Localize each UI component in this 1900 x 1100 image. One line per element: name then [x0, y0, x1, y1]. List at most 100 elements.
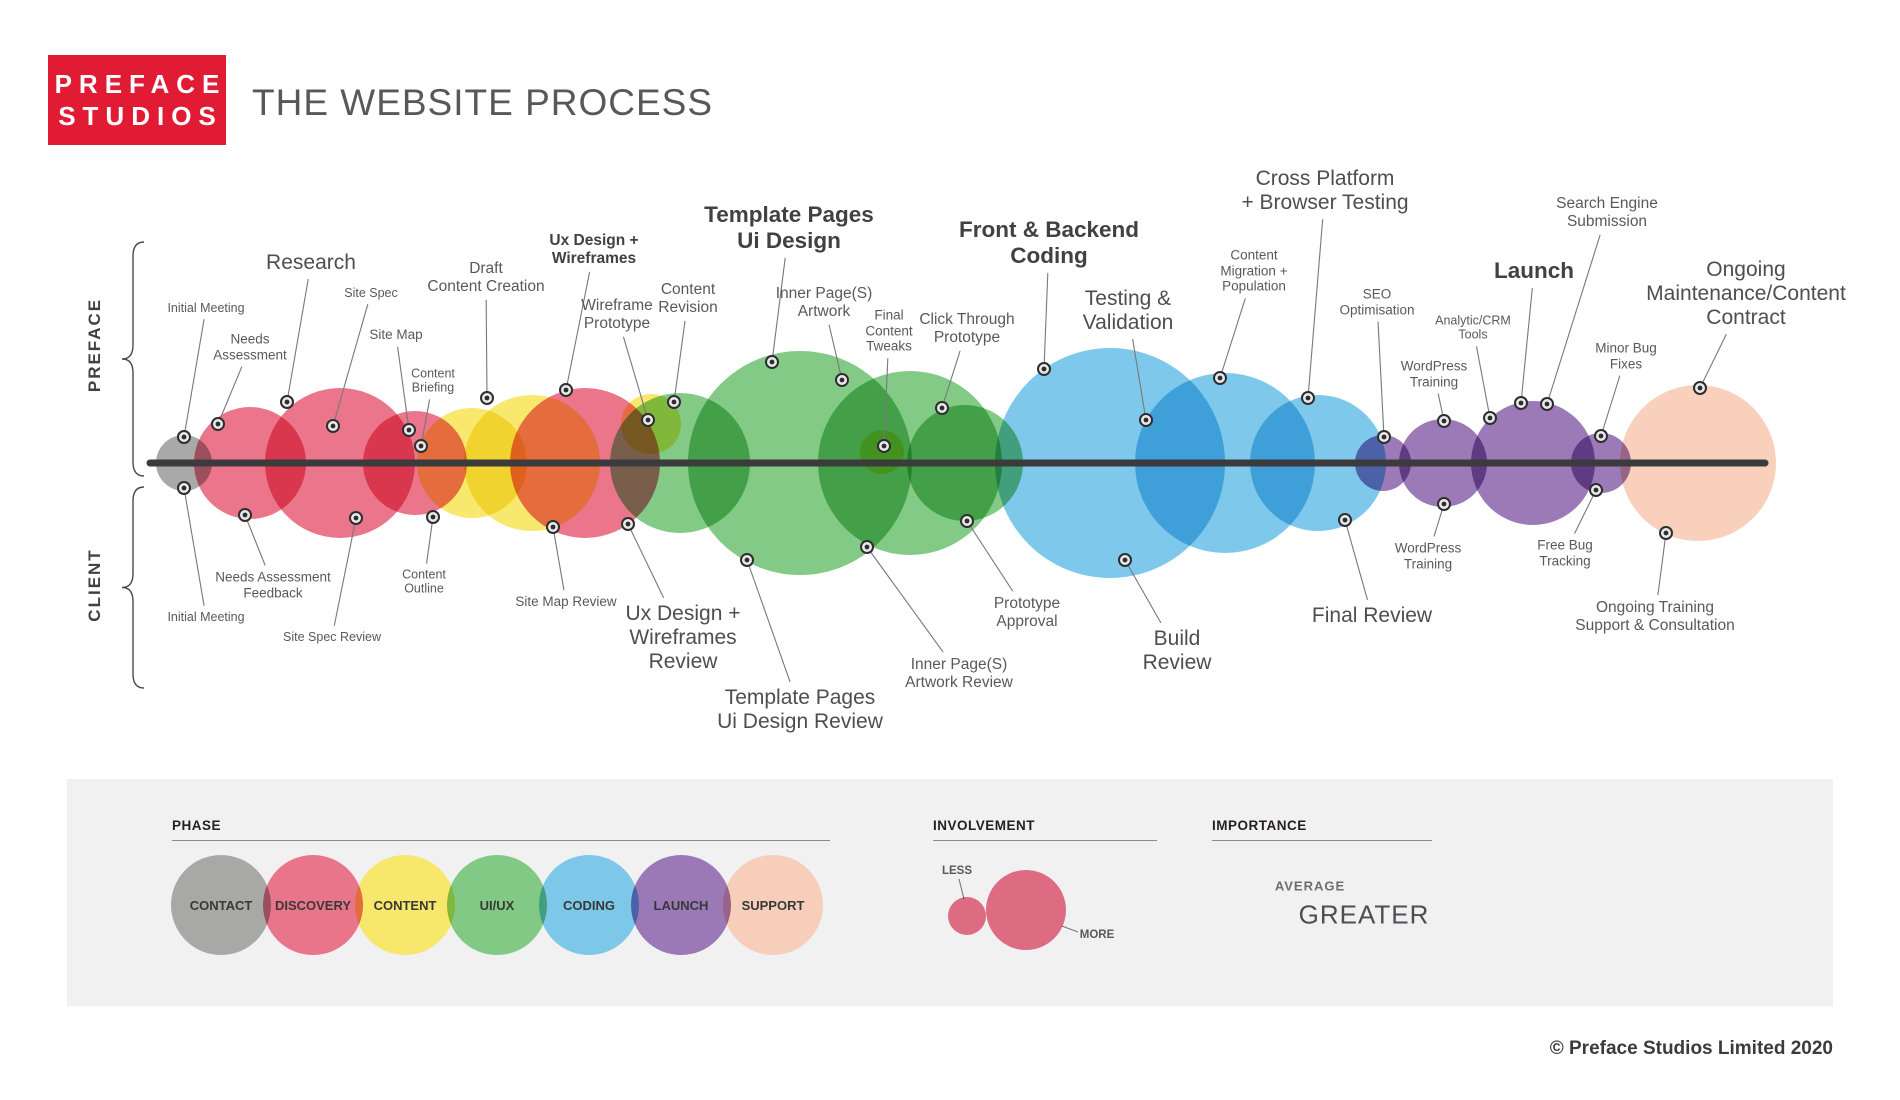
annotation-dot-center	[484, 395, 490, 401]
legend-title-involvement: INVOLVEMENT	[933, 818, 1157, 841]
annotation-label: Initial Meeting	[167, 609, 245, 624]
annotation-dot	[1437, 414, 1451, 428]
annotation-dot-center	[1381, 434, 1387, 440]
side-brace	[121, 486, 145, 689]
annotation-dot-center	[1663, 530, 1669, 536]
annotation-label: Testing & Validation	[1082, 286, 1174, 334]
annotation-connector	[1124, 559, 1162, 624]
annotation-connector	[183, 487, 205, 606]
annotation-dot	[280, 395, 294, 409]
bubble-content	[621, 394, 681, 454]
annotation-label: Research	[266, 250, 356, 274]
annotation-connector	[1574, 489, 1597, 534]
bubble-coding	[1250, 395, 1386, 531]
side-brace	[121, 241, 145, 477]
bubble-discovery	[510, 388, 660, 538]
annotation-dot-center	[215, 421, 221, 427]
annotation-connector	[866, 546, 944, 653]
legend-title-importance: IMPORTANCE	[1212, 818, 1432, 841]
involvement-more-label: MORE	[1079, 929, 1115, 941]
annotation-label: Initial Meeting	[167, 300, 245, 315]
annotation-label: Inner Page(S) Artwork Review	[905, 656, 1013, 691]
annotation-dot	[1693, 381, 1707, 395]
annotation-dot-center	[563, 387, 569, 393]
annotation-connector	[552, 526, 565, 591]
annotation-dot-center	[769, 359, 775, 365]
annotation-label: Needs Assessment Feedback	[215, 569, 331, 600]
annotation-dot-center	[181, 434, 187, 440]
annotation-label: WordPress Training	[1400, 358, 1468, 389]
bubble-launch	[1471, 401, 1595, 525]
annotation-dot-center	[881, 443, 887, 449]
annotation-dot	[1139, 413, 1153, 427]
annotation-connector	[425, 516, 434, 564]
annotation-dot	[641, 413, 655, 427]
annotation-label: Site Spec Review	[283, 629, 381, 644]
annotation-dot	[1301, 391, 1315, 405]
bubble-discovery	[194, 407, 306, 519]
annotation-connector	[1657, 532, 1667, 596]
annotation-dot	[1437, 497, 1451, 511]
logo-text-line1: PREFACE	[54, 68, 227, 99]
annotation-dot-center	[1697, 385, 1703, 391]
annotation-dot	[480, 391, 494, 405]
annotation-dot-center	[625, 521, 631, 527]
annotation-dot	[1540, 397, 1554, 411]
annotation-dot	[414, 439, 428, 453]
annotation-connector	[746, 559, 791, 683]
annotation-dot	[1594, 429, 1608, 443]
annotation-dot	[835, 373, 849, 387]
annotation-connector	[1546, 234, 1601, 405]
bubble-launch	[1399, 419, 1487, 507]
annotation-label: Inner Page(S) Artwork	[775, 285, 873, 320]
annotation-dot-center	[1544, 401, 1550, 407]
annotation-label: Site Spec	[344, 285, 398, 300]
annotation-dot-center	[1305, 395, 1311, 401]
page-title: THE WEBSITE PROCESS	[252, 82, 714, 123]
annotation-dot	[177, 481, 191, 495]
annotation-dot-center	[864, 544, 870, 550]
bubble-content	[417, 408, 527, 518]
annotation-dot-center	[1441, 418, 1447, 424]
bubble-coding	[1135, 373, 1315, 553]
annotation-label: Build Review	[1142, 626, 1212, 674]
annotation-dot	[326, 419, 340, 433]
annotation-connector	[1307, 219, 1324, 399]
bubble-content	[464, 395, 600, 531]
annotation-dot	[621, 517, 635, 531]
annotation-label: Ux Design + Wireframes	[549, 232, 639, 267]
annotation-label: Wireframe Prototype	[581, 297, 653, 332]
bubble-contact	[156, 435, 212, 491]
annotation-connector	[244, 514, 266, 566]
annotation-dot	[960, 514, 974, 528]
annotation-dot	[860, 540, 874, 554]
involvement-less-label: LESS	[941, 865, 973, 877]
annotation-dot-center	[1143, 417, 1149, 423]
involvement-less-circle	[948, 897, 986, 935]
annotation-dot	[1483, 411, 1497, 425]
annotation-dot-center	[353, 515, 359, 521]
annotation-dot	[211, 417, 225, 431]
annotation-connector	[941, 350, 961, 409]
annotation-label: SEO Optimisation	[1339, 286, 1415, 317]
annotation-dot	[1118, 553, 1132, 567]
annotation-dot	[740, 553, 754, 567]
annotation-dot	[877, 439, 891, 453]
annotation-dot-center	[1441, 501, 1447, 507]
annotation-connector	[627, 523, 665, 599]
annotation-connector	[673, 320, 686, 403]
copyright: © Preface Studios Limited 2020	[1549, 1038, 1833, 1059]
annotation-dot	[559, 383, 573, 397]
annotation-dot-center	[671, 399, 677, 405]
annotation-connector	[332, 304, 369, 427]
annotation-connector	[771, 257, 786, 363]
annotation-label: Content Migration + Population	[1220, 247, 1288, 294]
legend-panel	[67, 779, 1833, 1006]
side-label-preface: PREFACE	[85, 297, 104, 393]
annotation-dot	[1213, 371, 1227, 385]
annotation-connector	[1043, 272, 1049, 370]
bubble-support	[1620, 385, 1776, 541]
annotation-connector	[883, 358, 889, 447]
annotation-label: Content Outline	[402, 567, 446, 596]
